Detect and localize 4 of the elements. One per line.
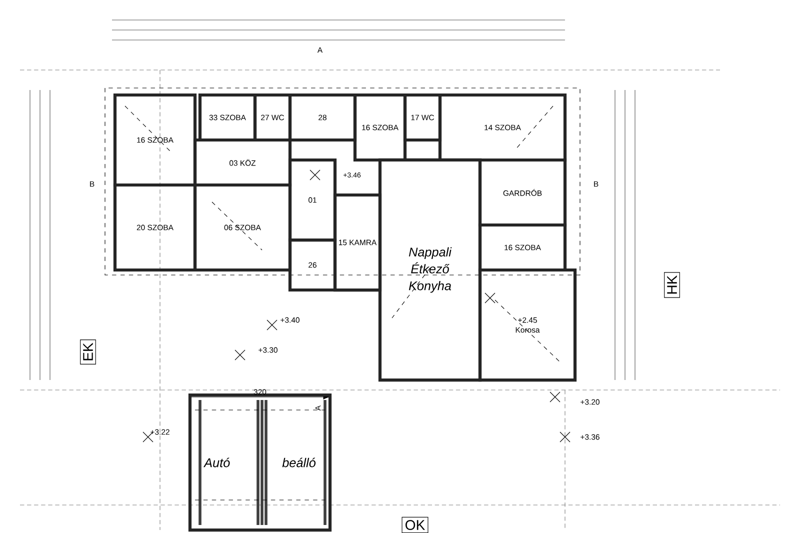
side-label: EK <box>80 340 96 364</box>
side-label: OK <box>402 516 428 533</box>
side-label: HK <box>664 272 680 298</box>
room: Nappali Étkező Konyha <box>378 158 482 382</box>
